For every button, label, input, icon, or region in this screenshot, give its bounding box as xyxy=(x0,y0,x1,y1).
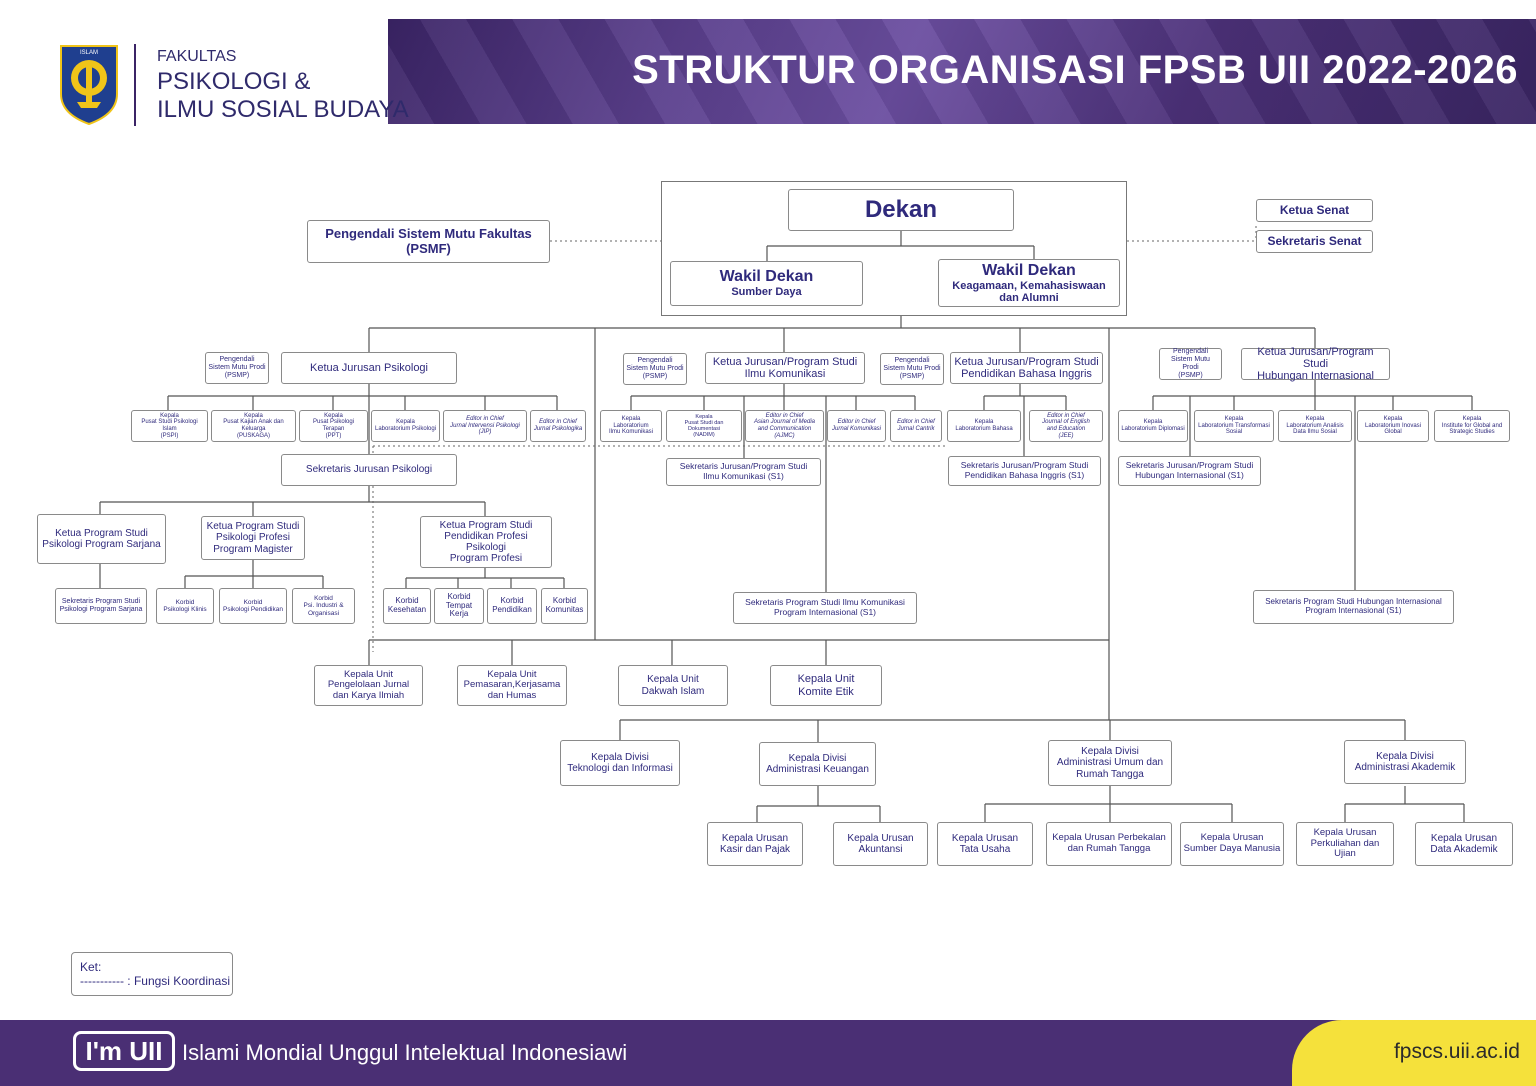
ketua-jurusan-pbi-box: Ketua Jurusan/Program Studi Pendidikan B… xyxy=(950,352,1103,384)
lab-analisis-data-box: Kepala Laboratorium Analisis Data Ilmu S… xyxy=(1278,410,1352,442)
faculty-name-line-3: ILMU SOSIAL BUDAYA xyxy=(157,96,409,123)
footer-url[interactable]: fpscs.uii.ac.id xyxy=(1393,1040,1520,1063)
kepala-urusan-perbekalan-box: Kepala Urusan Perbekalan dan Rumah Tangg… xyxy=(1046,822,1172,866)
kepala-divisi-akademik-box: Kepala Divisi Administrasi Akademik xyxy=(1344,740,1466,784)
igss-box: Kepala Institute for Global and Strategi… xyxy=(1434,410,1510,442)
jurnal-psikologika-box: Editor in Chief Jurnal Psikologika xyxy=(530,410,586,442)
ketua-jurusan-ikom-box: Ketua Jurusan/Program Studi Ilmu Komunik… xyxy=(705,352,865,384)
korbid-kesehatan-box: Korbid Kesehatan xyxy=(383,588,431,624)
faculty-name-line-2: PSIKOLOGI & xyxy=(157,68,311,95)
sekretaris-prodi-sarjana-box: Sekretaris Program Studi Psikologi Progr… xyxy=(55,588,147,624)
sekretaris-jurusan-hi-box: Sekretaris Jurusan/Program Studi Hubunga… xyxy=(1118,456,1261,486)
ppt-box: Kepala Pusat Psikologi Terapan (PPT) xyxy=(299,410,368,442)
sekretaris-prodi-hi-internasional-box: Sekretaris Program Studi Hubungan Intern… xyxy=(1253,590,1454,624)
kepala-unit-jurnal-box: Kepala Unit Pengelolaan Jurnal dan Karya… xyxy=(314,665,423,706)
lab-bahasa-box: Kepala Laboratorium Bahasa xyxy=(947,410,1021,442)
korbid-komunitas-box: Korbid Komunitas xyxy=(541,588,588,624)
pspi-box: Kepala Pusat Studi Psikologi Islam (PSPI… xyxy=(131,410,208,442)
psmp-hi-box: Pengendali Sistem Mutu Prodi (PSMP) xyxy=(1159,348,1222,380)
logo-divider xyxy=(134,44,136,126)
ketua-prodi-sarjana-box: Ketua Program Studi Psikologi Program Sa… xyxy=(37,514,166,564)
ketua-prodi-profesi-box: Ketua Program Studi Pendidikan Profesi P… xyxy=(420,516,552,568)
ketua-senat-box: Ketua Senat xyxy=(1256,199,1373,222)
ketua-prodi-magister-box: Ketua Program Studi Psikologi Profesi Pr… xyxy=(201,516,305,560)
kepala-urusan-akuntansi-box: Kepala Urusan Akuntansi xyxy=(833,822,928,866)
kepala-urusan-tata-usaha-box: Kepala Urusan Tata Usaha xyxy=(937,822,1033,866)
dekan-box: Dekan xyxy=(788,189,1014,231)
kepala-urusan-data-akademik-box: Kepala Urusan Data Akademik xyxy=(1415,822,1513,866)
lab-ikom-box: Kepala Laboratorium Ilmu Komunikasi xyxy=(600,410,662,442)
psmp-ikom-box: Pengendali Sistem Mutu Prodi (PSMP) xyxy=(623,353,687,385)
sekretaris-prodi-ikom-internasional-box: Sekretaris Program Studi Ilmu Komunikasi… xyxy=(733,592,917,624)
sekretaris-jurusan-psikologi-box: Sekretaris Jurusan Psikologi xyxy=(281,454,457,486)
faculty-logo: ISLAM FAKULTAS PSIKOLOGI & ILMU SOSIAL B… xyxy=(55,40,409,130)
kepala-urusan-perkuliahan-box: Kepala Urusan Perkuliahan dan Ujian xyxy=(1296,822,1394,866)
footer-tagline: Islami Mondial Unggul Intelektual Indone… xyxy=(182,1040,628,1065)
seal-label: ISLAM xyxy=(80,50,98,56)
puskaga-box: Kepala Pusat Kajian Anak dan Keluarga (P… xyxy=(211,410,296,442)
legend-item: ----------- : Fungsi Koordinasi xyxy=(80,974,231,988)
ajmc-box: Editor in Chief Asian Journal of Media a… xyxy=(745,410,824,442)
kepala-unit-komite-etik-box: Kepala Unit Komite Etik xyxy=(770,665,882,706)
psmf-box: Pengendali Sistem Mutu Fakultas (PSMF) xyxy=(307,220,550,263)
kepala-divisi-umum-box: Kepala Divisi Administrasi Umum dan Ruma… xyxy=(1048,740,1172,786)
kepala-unit-dakwah-box: Kepala Unit Dakwah Islam xyxy=(618,665,728,706)
korbid-pendidikan-box: Korbid Pendidikan xyxy=(487,588,537,624)
ketua-jurusan-psikologi-box: Ketua Jurusan Psikologi xyxy=(281,352,457,384)
sekretaris-jurusan-pbi-box: Sekretaris Jurusan/Program Studi Pendidi… xyxy=(948,456,1101,486)
nadim-box: Kepala Pusat Studi dan Dokumentasi (NADI… xyxy=(666,410,742,442)
jee-box: Editor in Chief Journal of English and E… xyxy=(1029,410,1103,442)
korbid-pio-box: Korbid Psi. Industri & Organisasi xyxy=(292,588,355,624)
legend-title: Ket: xyxy=(80,960,102,974)
dean-office-frame xyxy=(661,181,1127,316)
lab-transformasi-sosial-box: Kepala Laboratorium Transformasi Sosial xyxy=(1194,410,1274,442)
footer-bar xyxy=(0,1020,1536,1086)
jurnal-komunikasi-box: Editor in Chief Jurnal Komunikasi xyxy=(827,410,886,442)
jurnal-cantrik-box: Editor in Chief Jurnal Cantrik xyxy=(890,410,942,442)
sekretaris-jurusan-ikom-box: Sekretaris Jurusan/Program Studi Ilmu Ko… xyxy=(666,458,821,486)
lab-inovasi-global-box: Kepala Laboratorium Inovasi Global xyxy=(1357,410,1429,442)
page-title: STRUKTUR ORGANISASI FPSB UII 2022-2026 xyxy=(632,48,1518,92)
lab-diplomasi-box: Kepala Laboratorium Diplomasi xyxy=(1118,410,1188,442)
korbid-klinis-box: Korbid Psikologi Klinis xyxy=(156,588,214,624)
ketua-jurusan-hi-box: Ketua Jurusan/Program Studi Hubungan Int… xyxy=(1241,346,1390,382)
jip-box: Editor in Chief Jurnal Intervensi Psikol… xyxy=(443,410,527,442)
kepala-urusan-sdm-box: Kepala Urusan Sumber Daya Manusia xyxy=(1180,822,1284,866)
sekretaris-senat-box: Sekretaris Senat xyxy=(1256,230,1373,253)
footer-url-panel xyxy=(1292,1020,1536,1086)
im-uii-badge: I'm UII xyxy=(73,1031,175,1071)
psmp-pbi-box: Pengendali Sistem Mutu Prodi (PSMP) xyxy=(880,353,944,385)
university-seal-icon: ISLAM xyxy=(60,45,118,126)
legend: Ket: ----------- : Fungsi Koordinasi xyxy=(71,952,233,996)
korbid-pendidikan-psi-box: Korbid Psikologi Pendidikan xyxy=(219,588,287,624)
lab-psikologi-box: Kepala Laboratorium Psikologi xyxy=(371,410,440,442)
kepala-divisi-keuangan-box: Kepala Divisi Administrasi Keuangan xyxy=(759,742,876,786)
kepala-urusan-kasir-box: Kepala Urusan Kasir dan Pajak xyxy=(707,822,803,866)
kepala-divisi-ti-box: Kepala Divisi Teknologi dan Informasi xyxy=(560,740,680,786)
korbid-tempat-kerja-box: Korbid Tempat Kerja xyxy=(434,588,484,624)
psmp-psikologi-box: Pengendali Sistem Mutu Prodi (PSMP) xyxy=(205,352,269,384)
faculty-name-line-1: FAKULTAS xyxy=(157,48,237,65)
header-banner xyxy=(388,19,1536,124)
kepala-unit-pemasaran-box: Kepala Unit Pemasaran,Kerjasama dan Huma… xyxy=(457,665,567,706)
